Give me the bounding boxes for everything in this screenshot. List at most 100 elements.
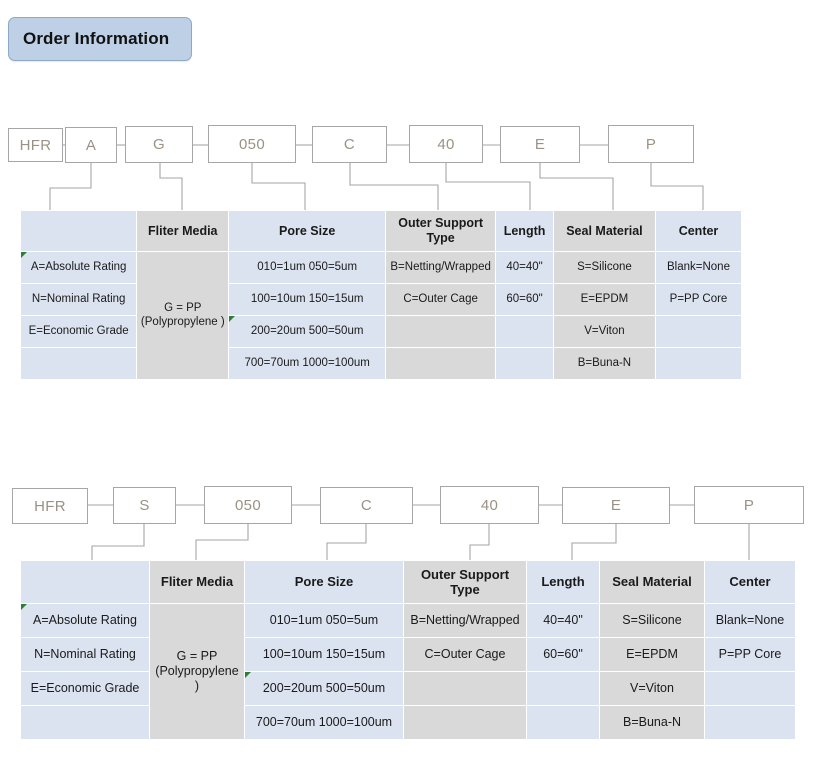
col-header-length: Length (527, 561, 599, 603)
code-box-label: C (343, 136, 356, 153)
code-box-seal-material[interactable]: E (562, 487, 670, 524)
code-box-length[interactable]: 40 (440, 486, 539, 524)
code-box-label: E (534, 136, 546, 153)
code-box-outer-support[interactable]: C (320, 487, 413, 524)
cell-center: Blank=None (656, 252, 741, 283)
cell-center: Blank=None (705, 604, 795, 637)
code-box-label: 40 (437, 135, 455, 153)
table-row: A=Absolute Rating G = PP (Polypropylene … (21, 604, 795, 739)
cell-center (705, 706, 795, 739)
cell-seal-material: V=Viton (553, 316, 655, 347)
code-box-label: 050 (239, 135, 265, 153)
code-box-label: A (85, 136, 97, 154)
code-box-seal-material[interactable]: E (500, 126, 580, 163)
col-header-blank (21, 211, 137, 251)
page-title: Order Information (23, 29, 170, 48)
cell-outer-support: B=Netting/Wrapped (386, 252, 496, 283)
code-box-pore-size[interactable]: 050 (204, 486, 292, 524)
cell-center: P=PP Core (705, 638, 795, 671)
cell-length (527, 706, 599, 739)
code-box-label: P (743, 496, 755, 514)
cell-rating (21, 706, 149, 739)
code-box-label: HFR (19, 136, 52, 154)
code-box-center[interactable]: P (608, 125, 694, 163)
col-header-seal-material: Seal Material (553, 211, 655, 251)
col-header-outer-support: Outer Support Type (386, 211, 496, 251)
cell-rating: E=Economic Grade (21, 672, 149, 705)
cell-outer-support: C=Outer Cage (386, 284, 496, 315)
cell-length (496, 316, 553, 347)
table-row: N=Nominal Rating 100=10um 150=15um C=Out… (21, 638, 795, 671)
page-title-chip: Order Information (8, 17, 192, 61)
cell-pore-size: 200=20um 500=50um (245, 672, 403, 705)
cell-seal-material: E=EPDM (600, 638, 704, 671)
cell-seal-material: S=Silicone (600, 604, 704, 637)
cell-center (656, 316, 741, 347)
code-box-label: P (645, 135, 657, 153)
spec-table-1: Fliter Media Pore Size Outer Support Typ… (20, 210, 742, 380)
cell-rating (21, 348, 137, 379)
cell-rating: E=Economic Grade (21, 316, 137, 347)
col-header-center: Center (656, 211, 741, 251)
code-box-center[interactable]: P (694, 486, 804, 524)
cell-length: 40=40" (527, 604, 599, 637)
code-box-label: HFR (34, 497, 66, 515)
cell-length: 60=60" (527, 638, 599, 671)
cell-length: 60=60" (496, 284, 553, 315)
cell-outer-support (386, 316, 496, 347)
cell-pore-size: 010=1um 050=5um (245, 604, 403, 637)
cell-outer-support: B=Netting/Wrapped (404, 604, 526, 637)
cell-pore-size: 100=10um 150=15um (229, 284, 386, 315)
cell-rating: N=Nominal Rating (21, 638, 149, 671)
code-box-filter-media-rating[interactable]: A (65, 127, 117, 163)
cell-seal-material: B=Buna-N (600, 706, 704, 739)
cell-seal-material: V=Viton (600, 672, 704, 705)
col-header-filter-media: Fliter Media (150, 561, 244, 603)
cell-pore-size: 700=70um 1000=100um (245, 706, 403, 739)
code-box-hfr[interactable]: HFR (12, 488, 88, 524)
cell-outer-support (404, 672, 526, 705)
cell-seal-material: B=Buna-N (553, 348, 655, 379)
table-row: 700=70um 1000=100um B=Buna-N (21, 348, 741, 379)
cell-rating: A=Absolute Rating (21, 252, 137, 283)
col-header-pore-size: Pore Size (245, 561, 403, 603)
cell-rating: N=Nominal Rating (21, 284, 137, 315)
table-row: 700=70um 1000=100um B=Buna-N (21, 706, 795, 739)
cell-rating: A=Absolute Rating (21, 604, 149, 637)
cell-seal-material: S=Silicone (553, 252, 655, 283)
table-row: N=Nominal Rating 100=10um 150=15um C=Out… (21, 284, 741, 315)
code-box-outer-support[interactable]: C (312, 126, 387, 163)
table-row: E=Economic Grade 200=20um 500=50um V=Vit… (21, 316, 741, 347)
table-header-row: Fliter Media Pore Size Outer Support Typ… (21, 211, 741, 251)
cell-length: 40=40" (496, 252, 553, 283)
cell-center (656, 348, 741, 379)
cell-pore-size: 700=70um 1000=100um (229, 348, 386, 379)
code-box-length[interactable]: 40 (409, 125, 483, 163)
code-box-label: G (153, 136, 165, 153)
cell-pore-size: 200=20um 500=50um (229, 316, 386, 347)
code-box-label: S (139, 497, 150, 514)
cell-center (705, 672, 795, 705)
col-header-seal-material: Seal Material (600, 561, 704, 603)
cell-center: P=PP Core (656, 284, 741, 315)
cell-outer-support (386, 348, 496, 379)
col-header-length: Length (496, 211, 553, 251)
cell-pore-size: 010=1um 050=5um (229, 252, 386, 283)
col-header-blank (21, 561, 149, 603)
cell-filter-media: G = PP (Polypropylene ) (150, 604, 244, 739)
cell-length (527, 672, 599, 705)
code-box-pore-size[interactable]: 050 (208, 125, 296, 163)
cell-filter-media: G = PP (Polypropylene ) (137, 252, 229, 379)
code-box-label: 40 (480, 496, 499, 514)
code-box-label: 050 (235, 496, 261, 514)
code-box-filter-media[interactable]: S (113, 487, 176, 524)
cell-outer-support (404, 706, 526, 739)
cell-length (496, 348, 553, 379)
table-header-row: Fliter Media Pore Size Outer Support Typ… (21, 561, 795, 603)
table-row: E=Economic Grade 200=20um 500=50um V=Vit… (21, 672, 795, 705)
table-row: A=Absolute Rating G = PP (Polypropylene … (21, 252, 741, 379)
spec-table-2: Fliter Media Pore Size Outer Support Typ… (20, 560, 796, 740)
code-box-hfr[interactable]: HFR (8, 128, 63, 162)
cell-pore-size: 100=10um 150=15um (245, 638, 403, 671)
code-box-filter-media[interactable]: G (125, 126, 193, 163)
